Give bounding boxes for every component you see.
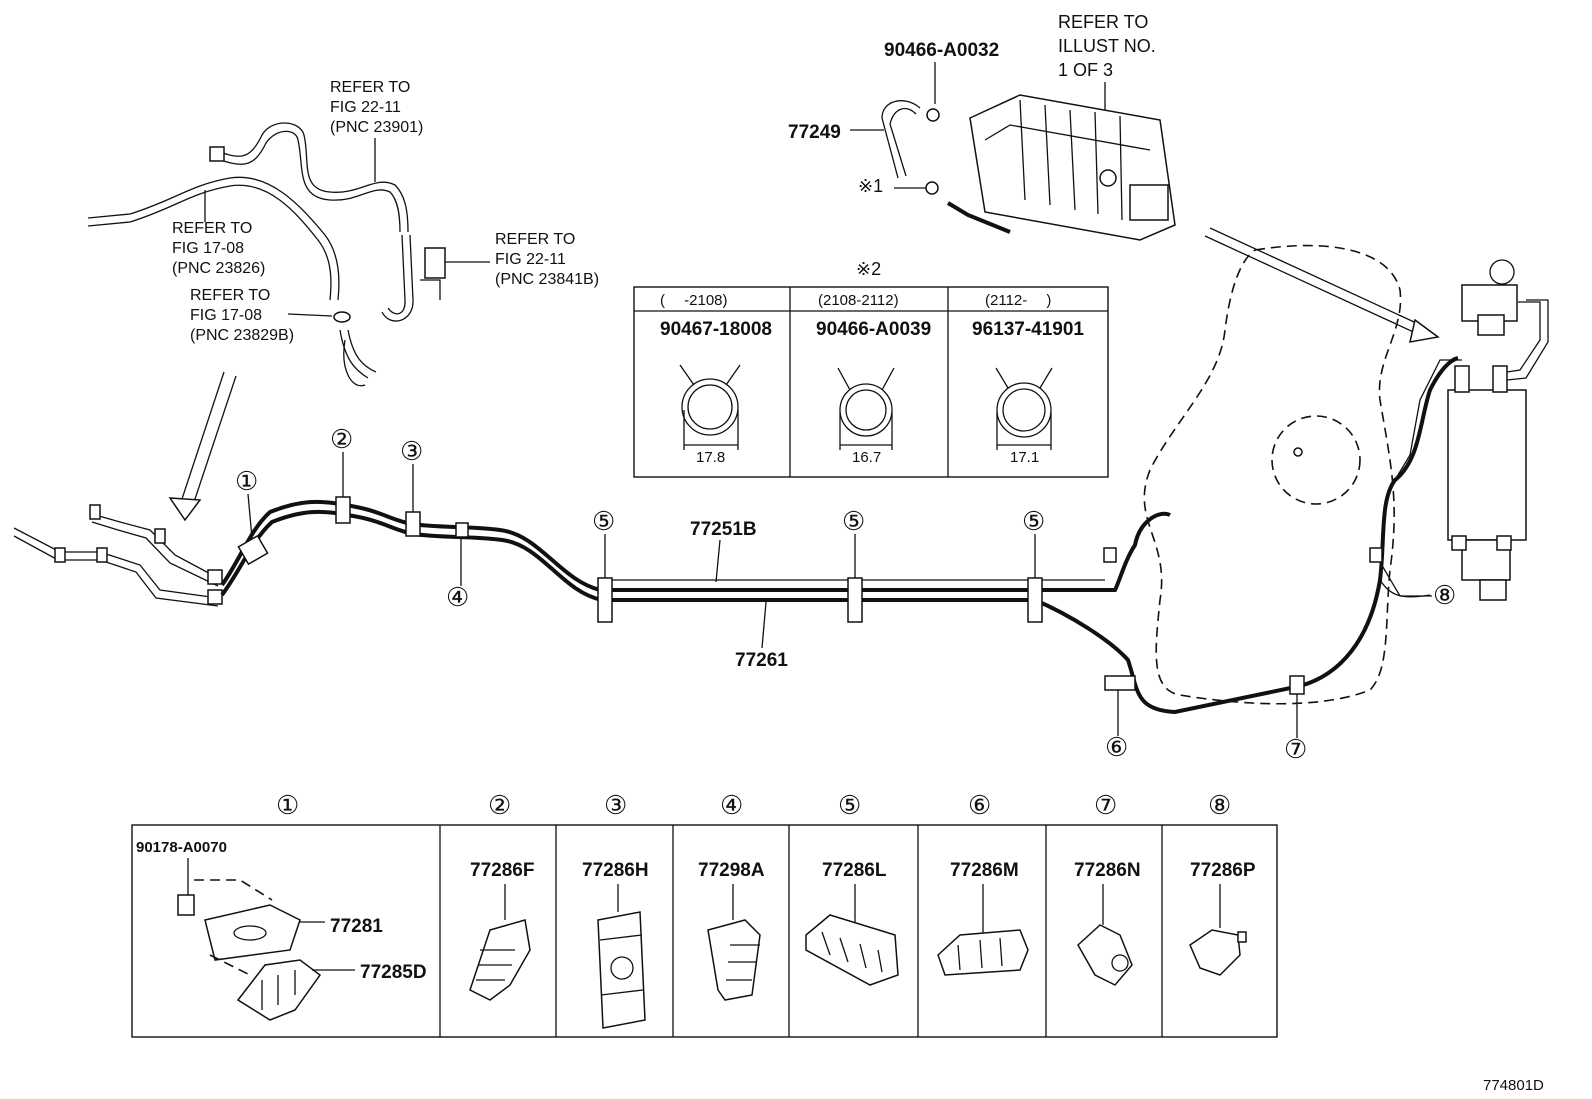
label-clamp_table-columns-1-range: (2108-2112) xyxy=(818,292,899,309)
arrow-left xyxy=(168,371,237,522)
label-bottom_table-cols-3-num: ④ xyxy=(720,790,743,820)
label-bottom_table-cols-5-parts-0: 77286M xyxy=(950,860,1019,881)
label-clamp_table-columns-0-range: ( -2108) xyxy=(660,292,728,309)
upper-left-hoses xyxy=(87,122,490,387)
label-bottom_table-cols-1-num: ② xyxy=(488,790,511,820)
label-clamp_table-columns-2-part: 96137-41901 xyxy=(972,319,1084,340)
label-bottom_table-cols-6-num: ⑦ xyxy=(1094,790,1117,820)
clamp-5c xyxy=(1027,577,1043,623)
line-labels: 77251B 77261 xyxy=(690,519,788,671)
label-refs-fig17_23826-2: (PNC 23826) xyxy=(172,260,265,277)
charcoal-canister-right xyxy=(1394,259,1549,601)
label-refs-illust-2: 1 OF 3 xyxy=(1058,60,1113,80)
label-refs-fig17_23826-1: FIG 17-08 xyxy=(172,240,244,257)
label-bottom_table-cols-6-parts-0: 77286N xyxy=(1074,860,1141,881)
label-clamp_table-columns-2-range: (2112- ) xyxy=(985,292,1051,309)
label-bottom_table-cols-0-parts-0: 90178-A0070 xyxy=(136,839,227,856)
label-bottom_table-cols-0-parts-1: 77281 xyxy=(330,916,383,937)
label-clamp_table-columns-1-dim: 16.7 xyxy=(852,449,881,466)
label-parts-tube_lower: 77261 xyxy=(735,650,788,671)
label-refs-fig22_top-1: FIG 22-11 xyxy=(330,99,401,116)
ref-fig17-23826: REFER TO FIG 17-08 (PNC 23826) xyxy=(172,190,265,277)
clamp-1 xyxy=(237,534,269,566)
label-bottom_table-cols-7-parts-0: 77286P xyxy=(1190,860,1256,881)
label-parts-note1: ※1 xyxy=(858,176,883,196)
label-callouts-c2: ② xyxy=(330,424,353,454)
label-bottom_table-cols-0-num: ① xyxy=(276,790,299,820)
label-bottom_table-cols-4-num: ⑤ xyxy=(838,790,861,820)
label-bottom_table-cols-7-num: ⑧ xyxy=(1208,790,1231,820)
clamp-5b xyxy=(847,577,863,623)
ref-fig22-23841b: REFER TO FIG 22-11 (PNC 23841B) xyxy=(495,231,599,288)
label-clamp_table-columns-2-dim: 17.1 xyxy=(1010,449,1039,466)
clamp-2 xyxy=(335,496,351,524)
label-bottom_table-cols-2-parts-0: 77286H xyxy=(582,860,649,881)
label-refs-illust-1: ILLUST NO. xyxy=(1058,36,1156,56)
label-callouts-c5: ⑤ xyxy=(1022,506,1045,536)
label-parts-clamp_top: 90466-A0032 xyxy=(884,40,999,61)
callouts: ① ② ③ ④ ⑤ ⑤ ⑤ ⑥ ⑦ ⑧ xyxy=(235,424,1456,764)
ref-fig22-23901: REFER TO FIG 22-11 (PNC 23901) xyxy=(330,79,423,182)
ref-fig17-23829b: REFER TO FIG 17-08 (PNC 23829B) xyxy=(190,287,333,344)
clamp-8 xyxy=(1369,547,1383,563)
label-refs-fig17_23829b-0: REFER TO xyxy=(190,287,270,304)
label-refs-fig22_23841b-1: FIG 22-11 xyxy=(495,251,566,268)
label-refs-fig22_23841b-0: REFER TO xyxy=(495,231,575,248)
clamp-table: ※2 ( -2108) (2108-2112) (2112- ) 90467-1… xyxy=(633,259,1109,478)
label-refs-fig22_23841b-2: (PNC 23841B) xyxy=(495,271,599,288)
label-bottom_table-cols-3-parts-0: 77298A xyxy=(698,860,765,881)
label-callouts-c8: ⑧ xyxy=(1433,580,1456,610)
clamp-5a xyxy=(597,577,613,623)
label-parts-hose: 77249 xyxy=(788,122,841,143)
label-callouts-c4: ④ xyxy=(446,582,469,612)
label-refs-fig22_top-2: (PNC 23901) xyxy=(330,119,423,136)
fuel-tank-outline xyxy=(1143,244,1402,705)
label-bottom_table-cols-0-parts-2: 77285D xyxy=(360,962,427,983)
clamp-6 xyxy=(1104,675,1136,691)
canister-assembly: REFER TO ILLUST NO. 1 OF 3 90466-A0032 7… xyxy=(788,12,1176,241)
arrow-right xyxy=(1204,227,1440,343)
label-callouts-c6: ⑥ xyxy=(1105,732,1128,762)
label-bottom_table-cols-5-num: ⑥ xyxy=(968,790,991,820)
label-callouts-c5: ⑤ xyxy=(842,506,865,536)
label-refs-fig17_23826-0: REFER TO xyxy=(172,220,252,237)
label-callouts-c7: ⑦ xyxy=(1284,734,1307,764)
label-refs-fig22_top-0: REFER TO xyxy=(330,79,410,96)
label-callouts-c5: ⑤ xyxy=(592,506,615,536)
line-clamps xyxy=(237,496,1383,695)
label-callouts-c3: ③ xyxy=(400,436,423,466)
clamp-4 xyxy=(455,522,469,538)
label-refs-illust-0: REFER TO xyxy=(1058,12,1148,32)
label-clamp_table-columns-0-part: 90467-18008 xyxy=(660,319,772,340)
label-refs-fig17_23829b-1: FIG 17-08 xyxy=(190,307,262,324)
label-clamp_table-columns-0-dim: 17.8 xyxy=(696,449,725,466)
label-bottom_table-cols-2-num: ③ xyxy=(604,790,627,820)
label-callouts-c1: ① xyxy=(235,466,258,496)
label-refs-fig17_23829b-2: (PNC 23829B) xyxy=(190,327,294,344)
label-clamp_table-title: ※2 xyxy=(856,259,881,279)
label-bottom_table-cols-4-parts-0: 77286L xyxy=(822,860,887,881)
label-bottom_table-cols-1-parts-0: 77286F xyxy=(470,860,534,881)
clamp-3 xyxy=(405,511,421,537)
label-parts-tube_upper: 77251B xyxy=(690,519,757,540)
figure-id: 774801D xyxy=(1483,1077,1544,1094)
label-clamp_table-columns-1-part: 90466-A0039 xyxy=(816,319,931,340)
parts-table: ① ② ③ ④ ⑤ ⑥ ⑦ ⑧ 90178-A0070 77281 77285D… xyxy=(131,790,1278,1038)
clamp-7 xyxy=(1289,675,1305,695)
